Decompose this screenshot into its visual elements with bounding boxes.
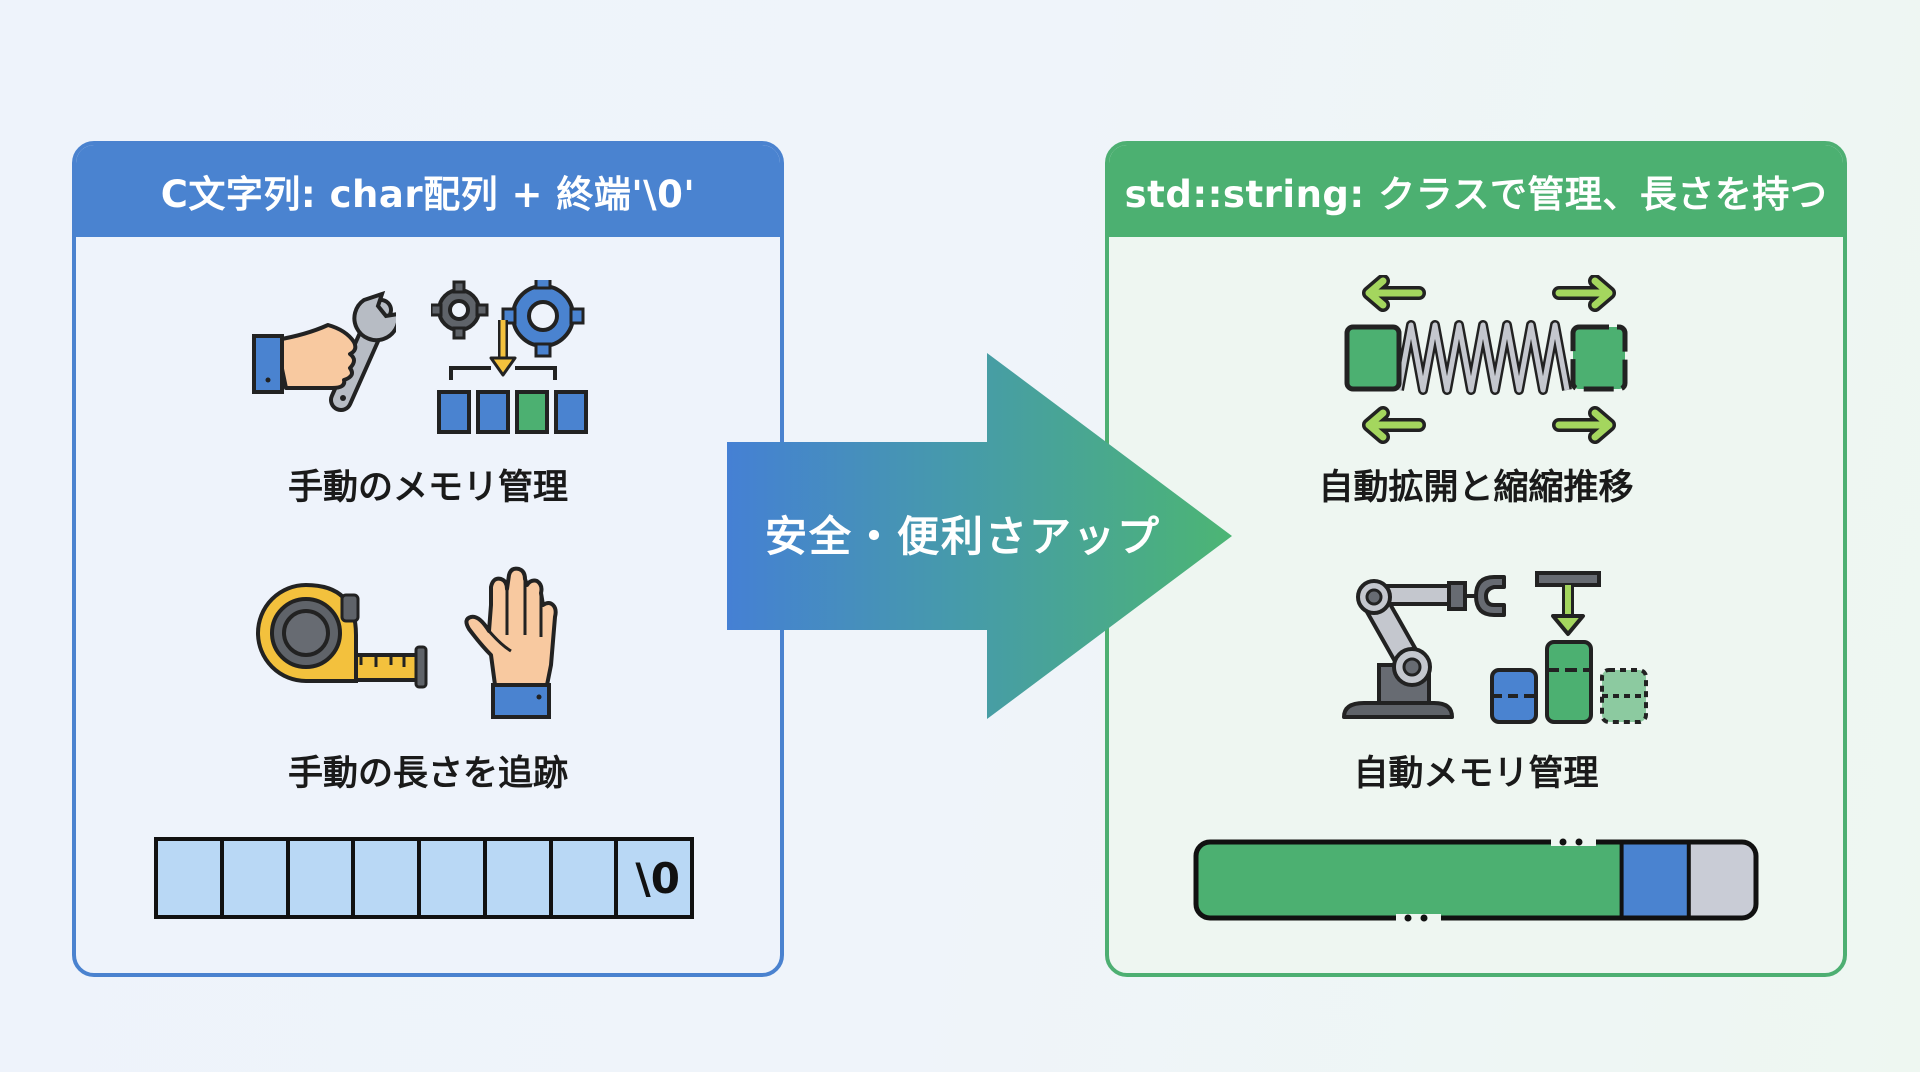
improvement-arrow: 安全・便利さアップ <box>727 353 1232 719</box>
buffer-gap-dot <box>1420 914 1428 922</box>
gears-icon <box>431 280 585 380</box>
char-cell <box>552 841 619 915</box>
manual-length-caption: 手動の長さを追跡 <box>287 754 568 794</box>
c-string-panel: C文字列: char配列 + 終端'\0' <box>72 141 784 977</box>
char-cell <box>421 841 487 915</box>
buffer-outline <box>1193 839 1759 921</box>
robot-arm-icon <box>1342 575 1506 719</box>
buffer-segment-capacity <box>1688 842 1756 918</box>
c-string-panel-title: C文字列: char配列 + 終端'\0' <box>76 145 780 237</box>
auto-resize-caption: 自動拡開と縮縮推移 <box>1318 468 1634 508</box>
hand-wrench-icon <box>252 290 396 412</box>
arrow-shape <box>727 353 1232 719</box>
char-cell <box>223 841 290 915</box>
manual-memory-caption: 手動のメモリ管理 <box>287 468 568 508</box>
buffer-gap <box>1396 914 1441 922</box>
char-cell <box>355 841 421 915</box>
char-array: \0 <box>154 837 694 919</box>
char-cell <box>158 841 224 915</box>
memory-blocks-icon <box>437 390 588 434</box>
buffer-gap-dot <box>1559 838 1567 846</box>
char-cell <box>486 841 553 915</box>
memory-allocation-icon <box>1490 571 1648 724</box>
arrows-icon <box>1362 275 1616 444</box>
char-cell <box>289 841 356 915</box>
arrow-label: 安全・便利さアップ <box>765 512 1162 561</box>
buffer-segment-used <box>1196 842 1622 918</box>
buffer-gap <box>1551 838 1596 846</box>
string-buffer <box>1193 838 1759 922</box>
raised-hand-icon <box>464 566 558 719</box>
std-string-panel-title: std::string: クラスで管理、長さを持つ <box>1109 145 1843 237</box>
auto-memory-caption: 自動メモリ管理 <box>1353 754 1599 794</box>
spring-expand-icon <box>1344 275 1628 444</box>
std-string-panel: std::string: クラスで管理、長さを持つ 自動拡開と縮縮推移 <box>1105 141 1847 977</box>
buffer-gap-dot <box>1575 838 1583 846</box>
null-terminator-cell: \0 <box>618 841 690 915</box>
buffer-segment-size <box>1621 842 1689 918</box>
buffer-gap-dot <box>1404 914 1412 922</box>
tape-measure-icon <box>256 582 428 689</box>
